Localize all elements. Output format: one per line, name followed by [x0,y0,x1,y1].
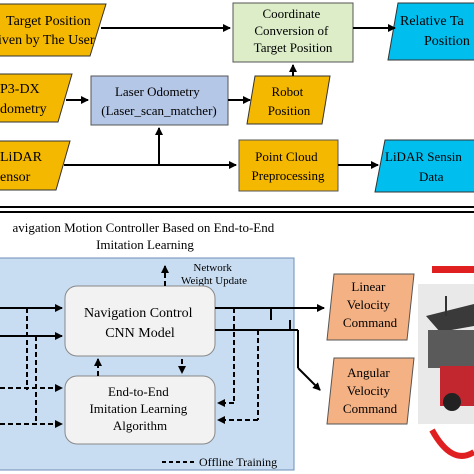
robot-photo [418,266,474,459]
relative-position-box [387,2,474,61]
target-position-box [0,3,107,57]
coordinate-conversion-label: Coordinate Conversion of Target Position [254,6,333,55]
laser-odometry-label: Laser Odometry (Laser_scan_matcher) [101,84,217,118]
point-cloud-box [238,139,339,192]
weight-update-label: Network Weight Update [181,262,247,287]
bottom-dashed-connectors [0,265,259,428]
bottom-solid-connectors [0,304,325,391]
robot-laptop [426,304,474,332]
robot-red-bar [432,266,474,273]
imitation-algorithm-label: End-to-End Imitation Learning Algorithm [89,384,190,433]
robot-red-arc [429,428,474,459]
lidar-data-box [374,139,474,193]
offline-training-label: Offline Training [199,455,277,469]
cnn-model-label: Navigation Control CNN Model [84,306,196,341]
lidar-sensor-label: LiDAR ensor [0,150,46,185]
robot-frame [428,330,474,368]
robot-position-box [246,75,331,125]
target-position-label: Target Position iven by The User [0,14,95,48]
controller-title: avigation Motion Controller Based on End… [12,220,277,252]
angular-velocity-label: Angular Velocity Command [343,365,398,416]
coordinate-conversion-box [232,2,354,63]
imitation-algorithm-box [64,375,216,445]
angular-velocity-box [326,357,415,425]
p3dx-odometry-label: P3-DX dometry [0,82,47,117]
linear-velocity-box [326,273,415,341]
lidar-sensor-box [0,140,71,191]
point-cloud-label: Point Cloud Preprocessing [252,149,325,183]
relative-position-label: Relative Ta Position [400,14,470,49]
linear-velocity-label: Linear Velocity Command [343,279,398,330]
robot-wheel [443,393,461,411]
robot-position-label: Robot Position [268,84,311,118]
cnn-model-box [64,285,216,357]
lidar-data-label: LiDAR Sensin Data [385,149,465,184]
p3dx-odometry-box [0,73,73,123]
top-connectors [64,24,396,169]
